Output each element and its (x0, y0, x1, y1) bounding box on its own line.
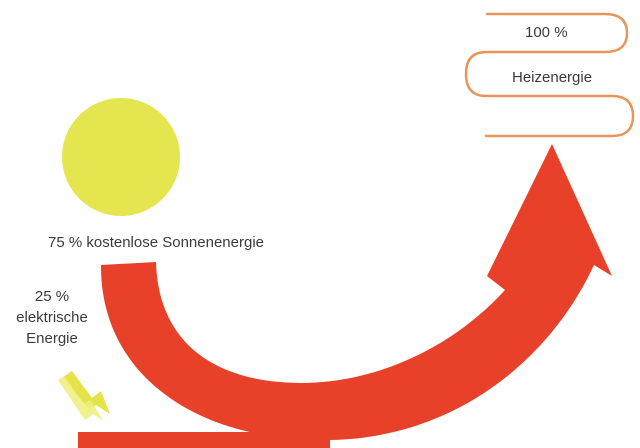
energy-flow-arrow (100, 144, 612, 441)
energy-base-bar (78, 432, 330, 448)
sun-energy-label: 75 % kostenlose Sonnenenergie (48, 234, 264, 251)
electric-percent: 25 % (34, 288, 70, 305)
heating-coil-icon (464, 12, 635, 138)
lightning-bolt-icon (58, 371, 110, 421)
electric-line-2: elektrische (16, 309, 88, 326)
sun-icon (62, 98, 180, 216)
output-label: Heizenergie (512, 69, 593, 86)
electric-line-3: Energie (26, 330, 78, 347)
output-percent: 100 % (525, 24, 568, 41)
electric-energy-label: 25 % elektrische Energie (0, 286, 104, 349)
